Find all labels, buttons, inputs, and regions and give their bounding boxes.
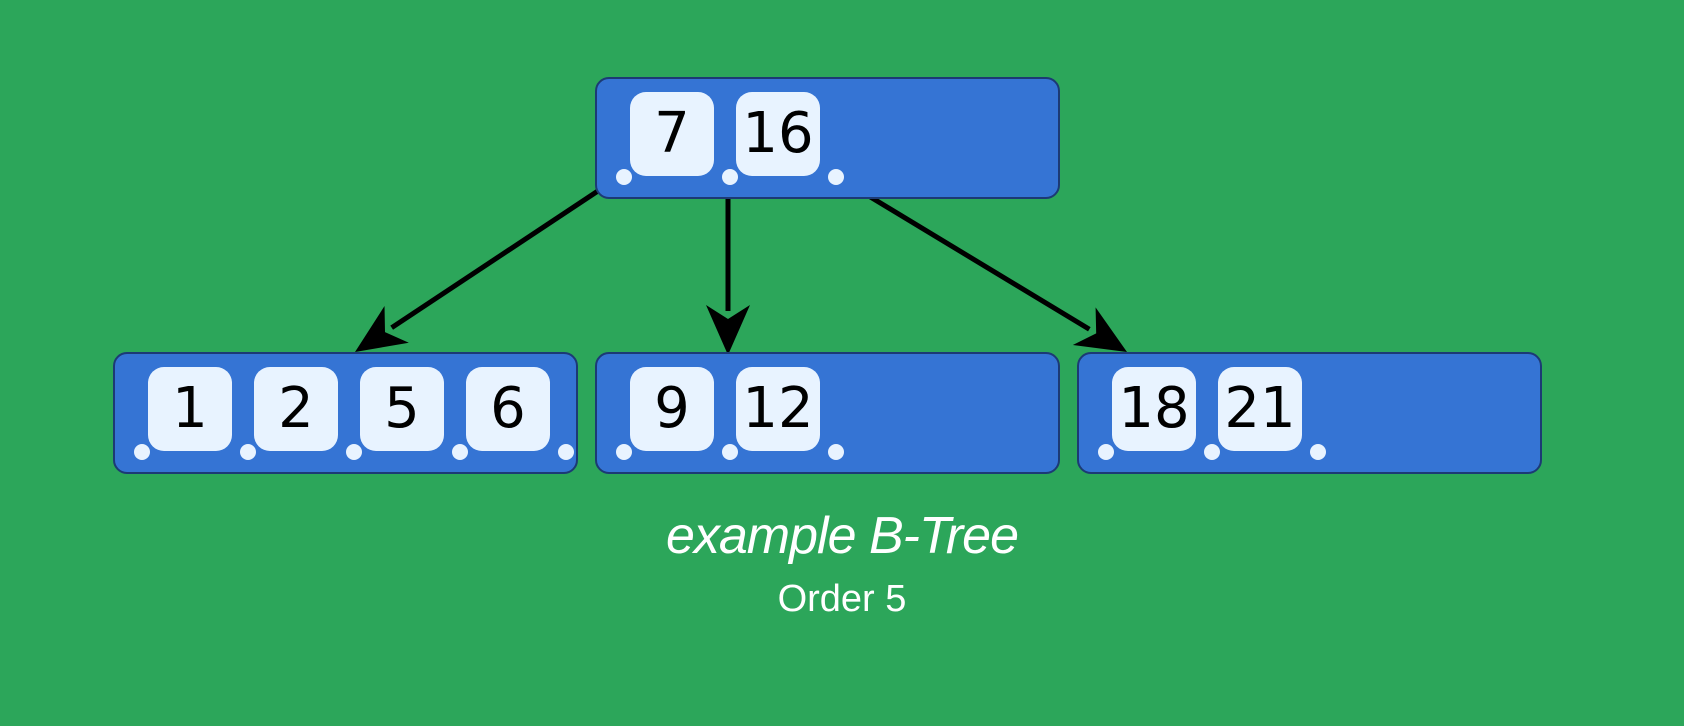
edge-line-1 <box>390 172 624 330</box>
diagram-subtitle: Order 5 <box>777 578 907 620</box>
child-3-pointer-2 <box>1204 444 1220 460</box>
edge-arrowhead-2 <box>706 305 750 355</box>
child-2-key-1: 9 <box>630 367 714 451</box>
child-1-key-3: 5 <box>360 367 444 451</box>
root-pointer-1 <box>616 169 632 185</box>
child-1-pointer-5 <box>558 444 574 460</box>
root-key-2: 16 <box>736 92 820 176</box>
child-1-key-2: 2 <box>254 367 338 451</box>
child-2-key-2: 12 <box>736 367 820 451</box>
root-key-1: 7 <box>630 92 714 176</box>
diagram-title: example B-Tree <box>665 507 1019 565</box>
child-1-pointer-2 <box>240 444 256 460</box>
child-3-pointer-3 <box>1310 444 1326 460</box>
child-1-pointer-4 <box>452 444 468 460</box>
root-node: 7 16 <box>595 77 1060 199</box>
child-1-key-1: 1 <box>148 367 232 451</box>
child-3-key-2: 21 <box>1218 367 1302 451</box>
child-1-pointer-1 <box>134 444 150 460</box>
edge-arrowhead-3 <box>1072 307 1127 352</box>
edge-line-3 <box>832 172 1091 332</box>
child-3-key-1: 18 <box>1112 367 1196 451</box>
child-2-pointer-2 <box>722 444 738 460</box>
child-3-pointer-1 <box>1098 444 1114 460</box>
child-2-pointer-1 <box>616 444 632 460</box>
child-node-2: 9 12 <box>595 352 1060 474</box>
child-1-key-4: 6 <box>466 367 550 451</box>
child-2-pointer-3 <box>828 444 844 460</box>
root-pointer-3 <box>828 169 844 185</box>
child-1-pointer-3 <box>346 444 362 460</box>
root-pointer-2 <box>722 169 738 185</box>
edge-arrowhead-1 <box>355 306 409 352</box>
